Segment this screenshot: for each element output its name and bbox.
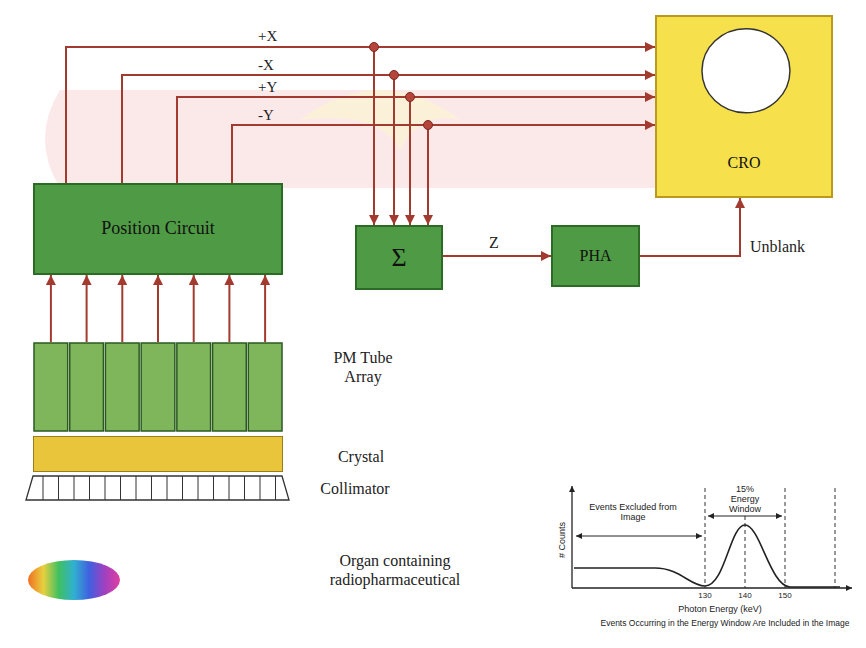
signal-label: +X (258, 28, 277, 44)
pm-tube (248, 343, 282, 431)
signal-label: Z (489, 234, 499, 251)
tick-label: 140 (733, 591, 757, 600)
collimator-outline (26, 476, 289, 500)
collimator-band: Collimator (25, 475, 290, 501)
box-label: CRO (728, 153, 761, 172)
part-label: PM Tube Array (323, 348, 403, 386)
septum (43, 476, 44, 500)
signal-line (443, 255, 551, 257)
chart-annotation: 15% Energy Window (722, 484, 768, 514)
septum (182, 476, 183, 500)
pm-tube (70, 343, 104, 431)
septum (198, 476, 199, 500)
box-label: Position Circuit (101, 218, 215, 240)
pm-tube (213, 343, 247, 431)
signal-label: -X (258, 57, 274, 73)
signal-line (232, 125, 655, 183)
chart-caption: Events Occurring in the Energy Window Ar… (592, 618, 858, 628)
septum (229, 476, 230, 500)
box-label: PHA (579, 246, 611, 265)
junction-dot (390, 71, 399, 80)
signal-line (66, 47, 655, 183)
signal-label: Unblank (750, 238, 805, 255)
septum (244, 476, 245, 500)
signal-line (228, 275, 230, 342)
septum (151, 476, 152, 500)
part-label: Crystal (326, 447, 396, 466)
signal-line (264, 275, 266, 342)
signal-line (193, 275, 195, 342)
pm-tube (177, 343, 211, 431)
box-label: Σ (391, 242, 406, 273)
organ-ellipse: Organ containing radiopharmaceutical (28, 560, 120, 600)
summing-box: Σ (355, 225, 443, 290)
signal-label: +Y (258, 79, 277, 95)
pm-tube (105, 343, 139, 431)
pm-tube-array: PM Tube Array (33, 342, 283, 432)
cro-display: CRO (655, 15, 833, 198)
septum (275, 476, 276, 500)
signal-line (157, 275, 159, 342)
junction-dot (406, 93, 415, 102)
pm-tube (141, 343, 175, 431)
signal-line (86, 275, 88, 342)
watermark-emblem (300, 90, 460, 150)
septum (136, 476, 137, 500)
septum (120, 476, 121, 500)
junction-dot (370, 43, 379, 52)
septum (260, 476, 261, 500)
tick-label: 150 (773, 591, 797, 600)
part-label: Collimator (310, 479, 400, 498)
part-label: Organ containing radiopharmaceutical (300, 551, 490, 589)
septum (74, 476, 75, 500)
signal-label: -Y (258, 107, 274, 123)
pm-tube (34, 343, 68, 431)
septum (167, 476, 168, 500)
signal-line (122, 75, 655, 183)
energy-spectrum-chart (572, 486, 852, 588)
signal-line (177, 97, 655, 183)
septum (105, 476, 106, 500)
signal-line (640, 198, 740, 256)
crystal-band: Crystal (33, 436, 283, 472)
junction-dot (424, 121, 433, 130)
collimator-septa (25, 475, 290, 501)
septum (89, 476, 90, 500)
signal-line (121, 275, 123, 342)
axis-title: # Counts (557, 515, 567, 565)
screen-outline (702, 29, 790, 113)
tick-label: 130 (693, 591, 717, 600)
pha-box: PHA (551, 225, 640, 287)
axis-title: Photon Energy (keV) (640, 604, 800, 615)
watermark-band (45, 90, 690, 188)
septum (213, 476, 214, 500)
signal-line (50, 275, 52, 342)
septum (58, 476, 59, 500)
pm-tubes (33, 342, 283, 432)
chart-annotation: Events Excluded from Image (586, 502, 680, 522)
position-circuit-box: Position Circuit (33, 183, 283, 275)
